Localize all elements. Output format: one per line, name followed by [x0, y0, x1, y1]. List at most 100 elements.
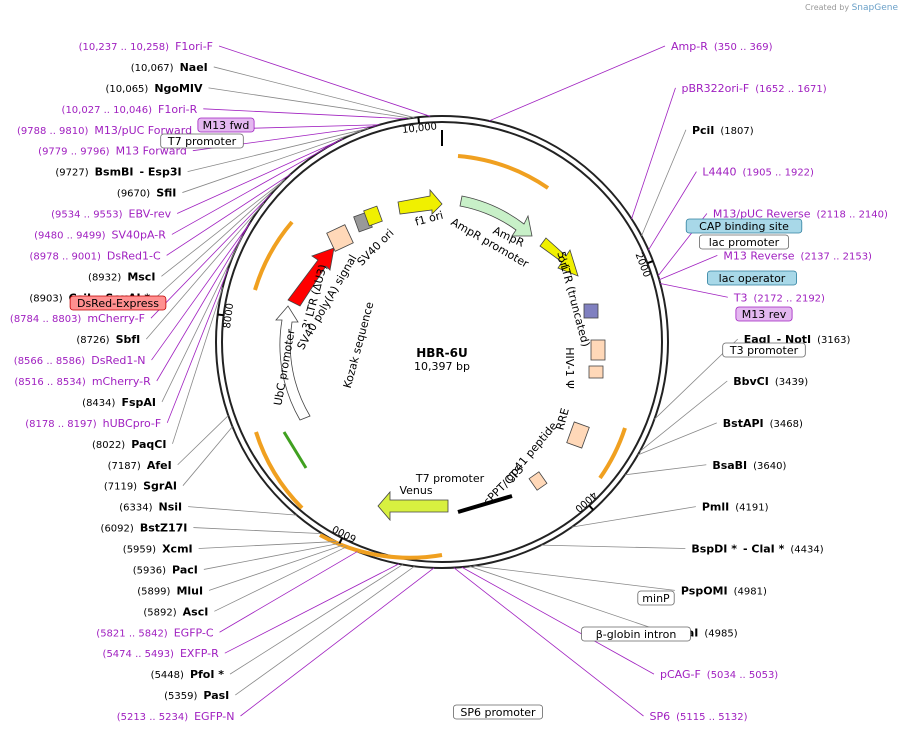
enzyme-label[interactable]: (10,065)NgoMIV	[106, 82, 203, 95]
feature-box-label[interactable]: T7 promoter	[167, 135, 237, 148]
feature-box-label[interactable]: T3 promoter	[729, 344, 799, 357]
sv40-polya-feature[interactable]	[326, 224, 354, 252]
enzyme-label[interactable]: PciI(1807)	[692, 124, 754, 137]
enzyme-label[interactable]: (9727)BsmBI- Esp3I	[55, 166, 181, 179]
primer-label[interactable]: (8566 .. 8586)DsRed1-N	[14, 354, 146, 367]
enzyme-label[interactable]: (5359)PasI	[164, 689, 229, 702]
venus-feature[interactable]	[377, 490, 449, 522]
enzyme-label[interactable]: (10,067)NaeI	[131, 61, 208, 74]
enzyme-label[interactable]: PspOMI(4981)	[681, 584, 767, 597]
feature-box-label[interactable]: M13 rev	[742, 308, 787, 321]
feature-box-label[interactable]: M13 fwd	[203, 119, 250, 132]
primer-label[interactable]: Amp-R(350 .. 369)	[671, 40, 773, 53]
ampr-feature[interactable]	[459, 195, 533, 237]
enzyme-num: (9670)	[117, 189, 150, 200]
primer-name: M13/pUC Reverse	[713, 208, 811, 221]
feature-box-label[interactable]: minP	[642, 592, 670, 605]
primer-name: F1ori-F	[175, 40, 213, 53]
feature-box-label[interactable]: lac promoter	[709, 236, 780, 249]
primer-label[interactable]: (5213 .. 5234)EGFP-N	[117, 710, 235, 723]
enzyme-leader-18	[235, 565, 415, 696]
primer-name: F1ori-R	[158, 103, 198, 116]
tick-mark-2	[588, 504, 594, 511]
enzyme-label[interactable]: (8022)PaqCI	[92, 438, 167, 451]
enzyme-label[interactable]: (8434)FspAI	[82, 396, 156, 409]
primer-label[interactable]: (10,027 .. 10,046)F1ori-R	[62, 103, 198, 116]
ori-feature[interactable]	[539, 237, 579, 277]
primer-label[interactable]: (8516 .. 8534)mCherry-R	[14, 375, 151, 388]
enzyme-name: PaqCI	[131, 438, 166, 451]
primer-label[interactable]: (9480 .. 9499)SV40pA-R	[34, 228, 166, 241]
primer-leader-6	[171, 142, 337, 235]
primer-leader-14	[240, 567, 435, 717]
enzyme-label[interactable]: (5892)AscI	[143, 605, 208, 618]
inner-feature-label[interactable]: Venus	[399, 484, 432, 497]
enzyme-label[interactable]: (5899)MluI	[137, 584, 203, 597]
inner-feature-label[interactable]: HIV-1 Ψ	[563, 347, 576, 389]
5ltr-feature[interactable]	[583, 303, 599, 319]
inner-feature-label[interactable]: T7 promoter	[415, 472, 485, 485]
inner-feature-label[interactable]: Kozak sequence	[341, 300, 377, 389]
inner-feature-label[interactable]: ori	[555, 254, 572, 272]
inner-feature-label[interactable]: cPPT/CTS	[481, 463, 526, 508]
feature-box-label[interactable]: DsRed-Express	[77, 297, 159, 310]
primer-name: EBV-rev	[129, 208, 172, 221]
enzyme-num: (8434)	[82, 398, 115, 409]
primer-range: (1652 .. 1671)	[755, 84, 827, 95]
hiv-psi-feature[interactable]	[590, 339, 606, 361]
enzyme-label[interactable]: (5959)XcmI	[123, 543, 193, 556]
enzyme-label[interactable]: (9670)SfiI	[117, 187, 176, 200]
enzyme-label[interactable]: (8932)MscI	[88, 270, 155, 283]
primer-label[interactable]: T3(2172 .. 2192)	[733, 291, 825, 304]
enzyme-label[interactable]: BsaBI(3640)	[712, 459, 786, 472]
primer-label[interactable]: (5474 .. 5493)EXFP-R	[103, 647, 220, 660]
feature-box-label[interactable]: SP6 promoter	[460, 706, 536, 719]
backbone-outer	[215, 115, 669, 569]
primer-range: (9480 .. 9499)	[34, 230, 106, 241]
enzyme-extra: - Esp3I	[140, 166, 182, 179]
feature-box-label[interactable]: CAP binding site	[699, 220, 789, 233]
enzyme-label[interactable]: BspDI *- ClaI *(4434)	[691, 543, 823, 556]
primer-label[interactable]: (8978 .. 9001)DsRed1-C	[29, 249, 160, 262]
enzyme-extra: - ClaI *	[743, 543, 785, 556]
feature-box-label[interactable]: lac operator	[719, 272, 786, 285]
primer-label[interactable]: (9788 .. 9810)M13/pUC Forward	[17, 124, 192, 137]
enzyme-label[interactable]: BstAPI(3468)	[723, 417, 803, 430]
primer-label[interactable]: pCAG-F(5034 .. 5053)	[660, 668, 778, 681]
sv40-ori-yellow[interactable]	[363, 205, 383, 227]
primer-label[interactable]: L4440(1905 .. 1922)	[702, 166, 814, 179]
enzyme-leader-0	[213, 66, 415, 119]
enzyme-label[interactable]: (5448)PfoI *	[151, 668, 225, 681]
tick-label-4: 8000	[222, 303, 236, 330]
primer-label[interactable]: (8784 .. 8803)mCherry-F	[10, 312, 145, 325]
enzyme-leader-22	[637, 422, 717, 456]
enzyme-label[interactable]: (8726)SbfI	[76, 333, 140, 346]
enzyme-label[interactable]: (6092)BstZ17I	[101, 522, 188, 535]
primer-label[interactable]: M13 Reverse(2137 .. 2153)	[723, 249, 872, 262]
primer-label[interactable]: (10,237 .. 10,258)F1ori-F	[79, 40, 213, 53]
enzyme-label[interactable]: (7119)SgrAI	[104, 480, 177, 493]
hiv-psi-small-feature[interactable]	[588, 365, 604, 379]
primer-label[interactable]: (8178 .. 8197)hUBCpro-F	[25, 417, 161, 430]
gp41-feature[interactable]	[528, 471, 548, 491]
primer-label[interactable]: (5821 .. 5842)EGFP-C	[96, 626, 214, 639]
3ltr-feature[interactable]	[287, 247, 335, 307]
feature-box-label[interactable]: β-globin intron	[596, 628, 677, 641]
enzyme-label[interactable]: PmlI(4191)	[702, 501, 769, 514]
primer-label[interactable]: pBR322ori-F(1652 .. 1671)	[681, 82, 826, 95]
primer-name: DsRed1-C	[107, 249, 161, 262]
ubc-promoter-feature[interactable]	[275, 305, 311, 421]
primer-label[interactable]: SP6(5115 .. 5132)	[650, 710, 748, 723]
enzyme-leader-5	[155, 181, 283, 298]
primer-label[interactable]: M13/pUC Reverse(2118 .. 2140)	[713, 208, 888, 221]
enzyme-label[interactable]: (6334)NsiI	[119, 501, 182, 514]
enzyme-label[interactable]: (5936)PacI	[133, 563, 198, 576]
enzyme-label[interactable]: (7187)AfeI	[108, 459, 172, 472]
rre-feature[interactable]	[566, 421, 590, 449]
inner-feature-label[interactable]: SV40 ori	[355, 227, 397, 269]
feature-box-9	[581, 626, 691, 642]
inner-feature-label[interactable]: RRE	[553, 407, 571, 432]
primer-label[interactable]: (9534 .. 9553)EBV-rev	[51, 208, 171, 221]
enzyme-label[interactable]: BbvCI(3439)	[733, 375, 808, 388]
f1-ori-feature[interactable]	[397, 188, 443, 215]
